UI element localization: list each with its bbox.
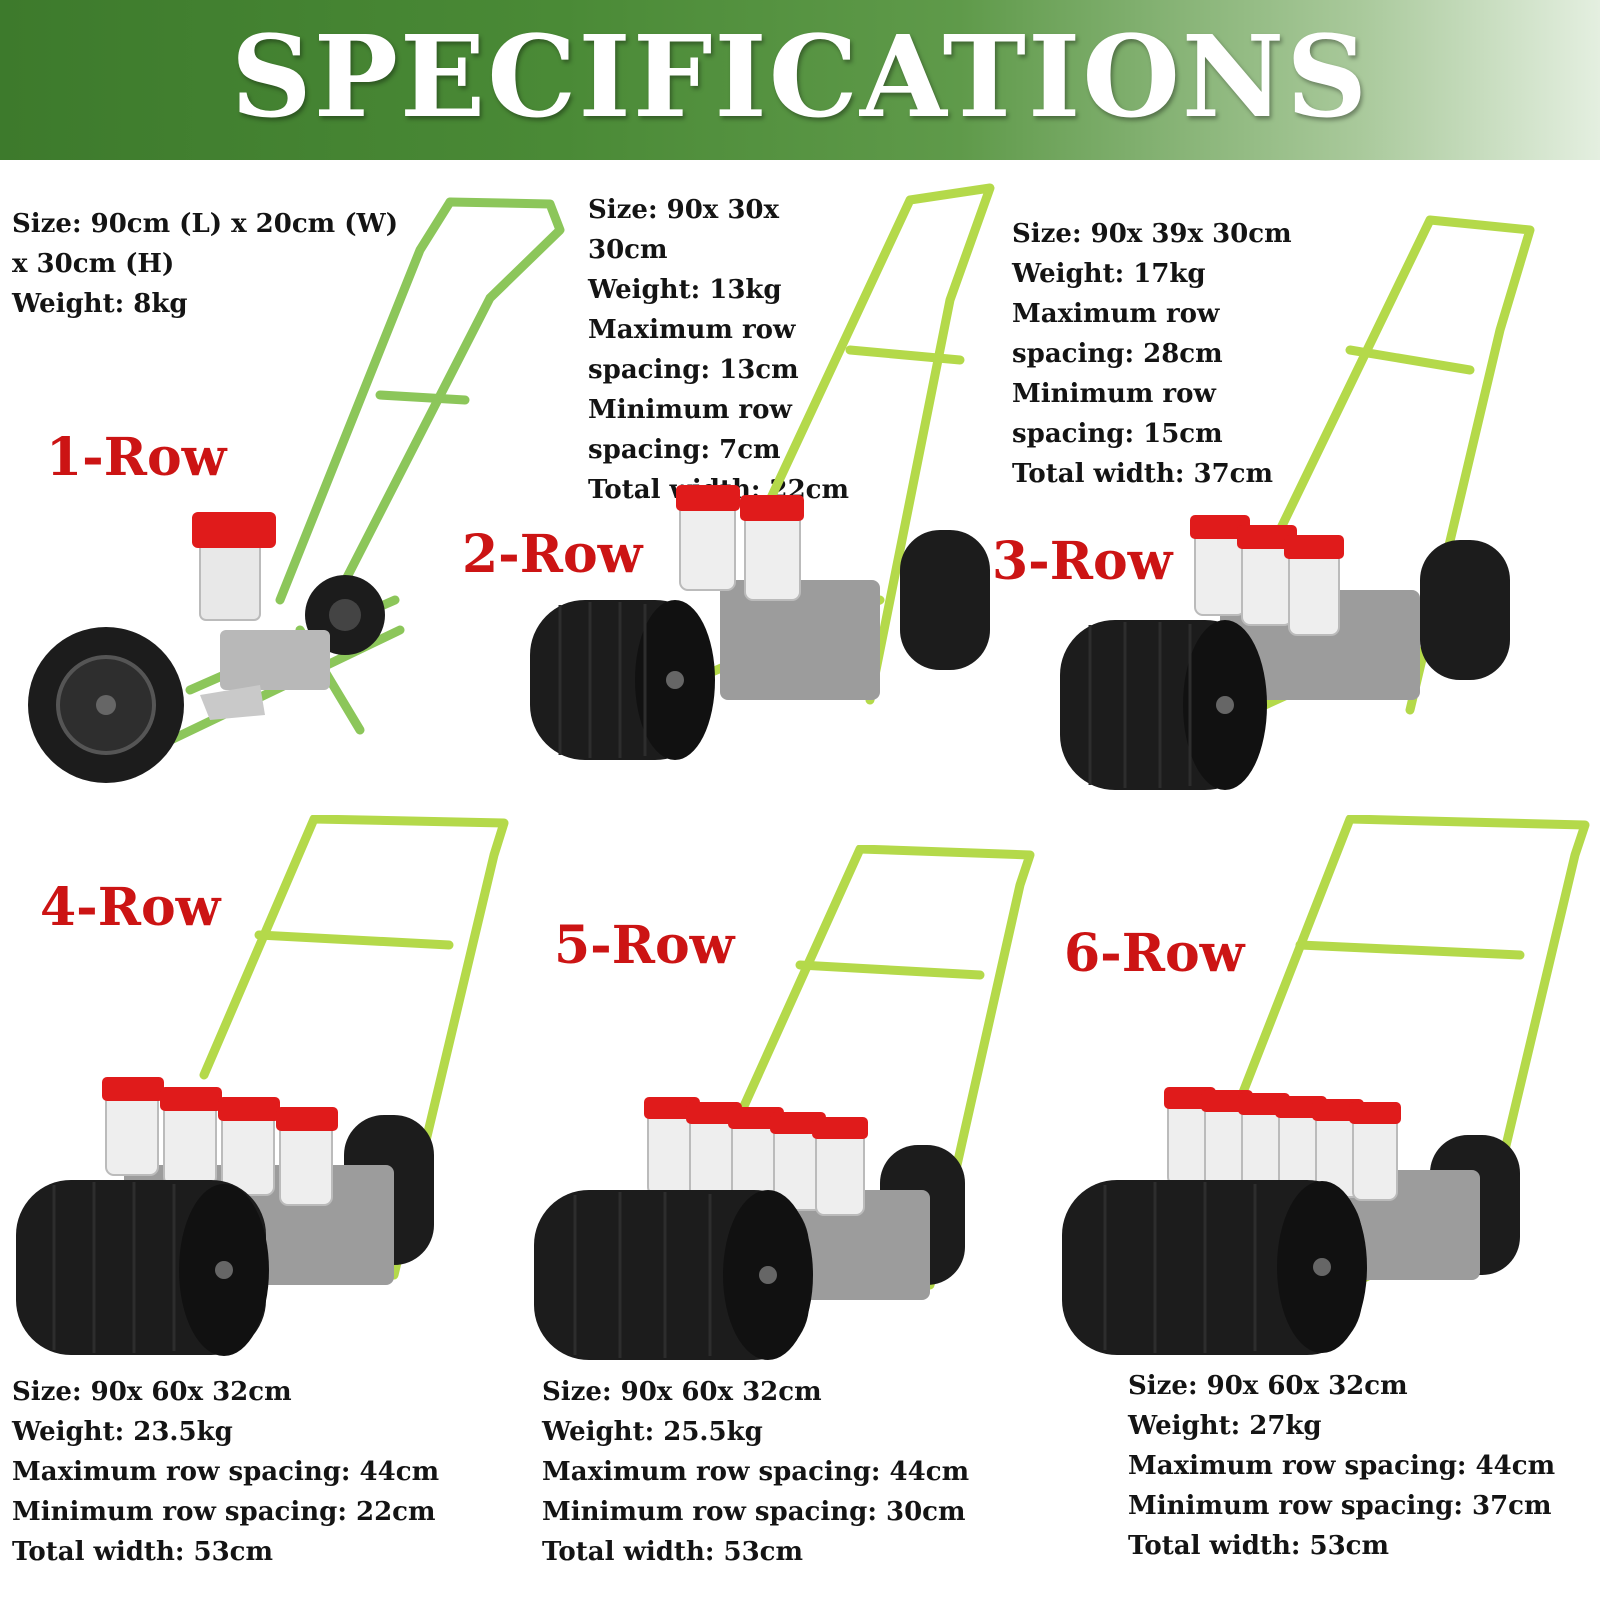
spec-size: Size: 90x 60x 32cm	[1128, 1371, 1408, 1401]
spec-min-row-spacing: Minimum row spacing: 22cm	[12, 1497, 436, 1527]
model-label-4-row: 4-Row	[40, 877, 221, 938]
specs-6-row: Size: 90x 60x 32cm Weight: 27kg Maximum …	[1128, 1366, 1555, 1566]
spec-weight: Weight: 27kg	[1128, 1411, 1322, 1441]
seeder-1-row-image	[20, 190, 580, 800]
model-label-3-row: 3-Row	[992, 531, 1173, 592]
seeder-4-row-image	[14, 815, 524, 1360]
spec-weight: Weight: 25.5kg	[542, 1417, 763, 1447]
spec-size: Size: 90x 60x 32cm	[542, 1377, 822, 1407]
spec-size: Size: 90cm (L) x 20cm (W) x 30cm (H)	[12, 209, 399, 279]
seeder-3-row-image	[1050, 210, 1570, 800]
hopper-lid	[1284, 535, 1344, 559]
seeder-5-row-image	[530, 845, 1040, 1365]
hopper-lid	[740, 495, 804, 521]
spec-weight: Weight: 13kg	[588, 275, 782, 305]
spec-total-width: Total width: 53cm	[12, 1537, 274, 1567]
model-label-2-row: 2-Row	[462, 524, 643, 585]
model-label-1-row: 1-Row	[46, 427, 227, 488]
spec-size: Size: 90x 30x 30cm	[588, 195, 780, 265]
specs-2-row: Size: 90x 30x 30cm Weight: 13kg Maximum …	[588, 190, 858, 510]
specs-5-row: Size: 90x 60x 32cm Weight: 25.5kg Maximu…	[542, 1372, 969, 1572]
seeder-6-row-image	[1060, 815, 1595, 1360]
header-banner: SPECIFICATIONS	[0, 0, 1600, 160]
hopper-lid	[1349, 1102, 1401, 1124]
hopper-lid	[102, 1077, 164, 1101]
spec-min-row-spacing: Minimum row spacing: 7cm	[588, 395, 792, 465]
hopper-lid	[1237, 525, 1297, 549]
spec-max-row-spacing: Maximum row spacing: 28cm	[1012, 299, 1223, 369]
specs-3-row: Size: 90x 39x 30cm Weight: 17kg Maximum …	[1012, 214, 1342, 494]
spec-total-width: Total width: 53cm	[1128, 1531, 1390, 1561]
specs-4-row: Size: 90x 60x 32cm Weight: 23.5kg Maximu…	[12, 1372, 439, 1572]
hopper-lid	[812, 1117, 868, 1139]
model-label-6-row: 6-Row	[1064, 923, 1245, 984]
hopper-lid	[676, 485, 740, 511]
spec-max-row-spacing: Maximum row spacing: 13cm	[588, 315, 799, 385]
spec-min-row-spacing: Minimum row spacing: 15cm	[1012, 379, 1223, 449]
spec-total-width: Total width: 53cm	[542, 1537, 804, 1567]
seeder-2-row-image	[520, 180, 1010, 770]
spec-weight: Weight: 17kg	[1012, 259, 1206, 289]
spec-max-row-spacing: Maximum row spacing: 44cm	[12, 1457, 440, 1487]
spec-weight: Weight: 8kg	[12, 289, 188, 319]
spec-weight: Weight: 23.5kg	[12, 1417, 233, 1447]
spec-min-row-spacing: Minimum row spacing: 30cm	[542, 1497, 966, 1527]
hopper-lid	[160, 1087, 222, 1111]
page-title: SPECIFICATIONS	[230, 12, 1370, 143]
spec-min-row-spacing: Minimum row spacing: 37cm	[1128, 1491, 1552, 1521]
model-label-5-row: 5-Row	[554, 915, 735, 976]
hopper-lid	[1190, 515, 1250, 539]
spec-max-row-spacing: Maximum row spacing: 44cm	[542, 1457, 970, 1487]
specs-1-row: Size: 90cm (L) x 20cm (W) x 30cm (H) Wei…	[12, 204, 412, 324]
hopper-lid	[276, 1107, 338, 1131]
hopper-lid	[192, 512, 276, 548]
spec-total-width: Total width: 37cm	[1012, 459, 1274, 489]
spec-size: Size: 90x 39x 30cm	[1012, 219, 1292, 249]
spec-max-row-spacing: Maximum row spacing: 44cm	[1128, 1451, 1556, 1481]
hopper-lid	[218, 1097, 280, 1121]
spec-size: Size: 90x 60x 32cm	[12, 1377, 292, 1407]
